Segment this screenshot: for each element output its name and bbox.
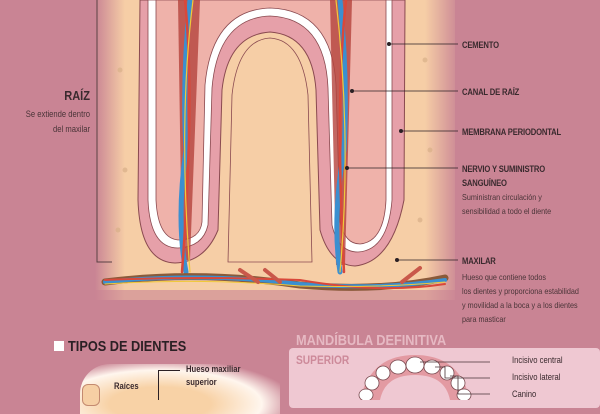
nervio-desc-2: sensibilidad a todo el diente	[462, 206, 552, 216]
tipos-title: TIPOS DE DIENTES	[68, 338, 187, 355]
maxilar-desc-2: los dientes y proporciona estabilidad	[462, 286, 579, 296]
tooth-label-incisivo-lateral: Incisivo lateral	[512, 372, 561, 382]
hueso-label-2: superior	[186, 377, 217, 387]
nervio-desc-1: Suministran circulación y	[462, 192, 542, 202]
canal-label: CANAL DE RAÍZ	[462, 87, 520, 97]
nervio-label-2: SANGUÍNEO	[462, 178, 507, 188]
raices-label: Raíces	[114, 381, 139, 391]
tooth-root-diagram	[95, 0, 460, 300]
hueso-leader	[158, 370, 159, 400]
cemento-label: CEMENTO	[462, 40, 499, 50]
superior-label: SUPERIOR	[296, 353, 350, 367]
root-desc-1: Se extiende dentro	[25, 109, 91, 119]
nervio-block: NERVIO Y SUMINISTRO SANGUÍNEO Suministra…	[462, 164, 567, 218]
tooth-label-canino: Canino	[512, 389, 537, 399]
nervio-label-1: NERVIO Y SUMINISTRO	[462, 164, 546, 174]
maxilar-desc-4: para masticar	[462, 314, 506, 324]
maxilar-block: MAXILAR Hueso que contiene todos los die…	[462, 256, 600, 326]
root-bracket	[96, 0, 112, 263]
maxilar-desc-1: Hueso que contiene todos	[462, 272, 546, 282]
mandibula-title: MANDÍBULA DEFINITIVA	[296, 332, 447, 349]
jaw-illustration	[80, 364, 280, 414]
cemento-layer	[147, 0, 393, 253]
root-desc-2: del maxilar	[53, 124, 90, 134]
root-label: RAÍZ Se extiende dentro del maxilar	[0, 88, 90, 137]
membrana-label: MEMBRANA PERIODONTAL	[462, 127, 562, 137]
hueso-label-1: Hueso maxiliar	[186, 364, 241, 374]
upper-arch-illustration	[358, 355, 490, 400]
tooth-label-incisivo-central: Incisivo central	[512, 355, 563, 365]
maxilar-label: MAXILAR	[462, 256, 496, 266]
maxilar-desc-3: y movilidad a la boca y a los dientes	[462, 300, 578, 310]
tooth-root-icon	[82, 384, 100, 406]
section-bullet	[54, 341, 64, 351]
hueso-leader-h	[158, 370, 180, 371]
root-title: RAÍZ	[64, 88, 90, 103]
